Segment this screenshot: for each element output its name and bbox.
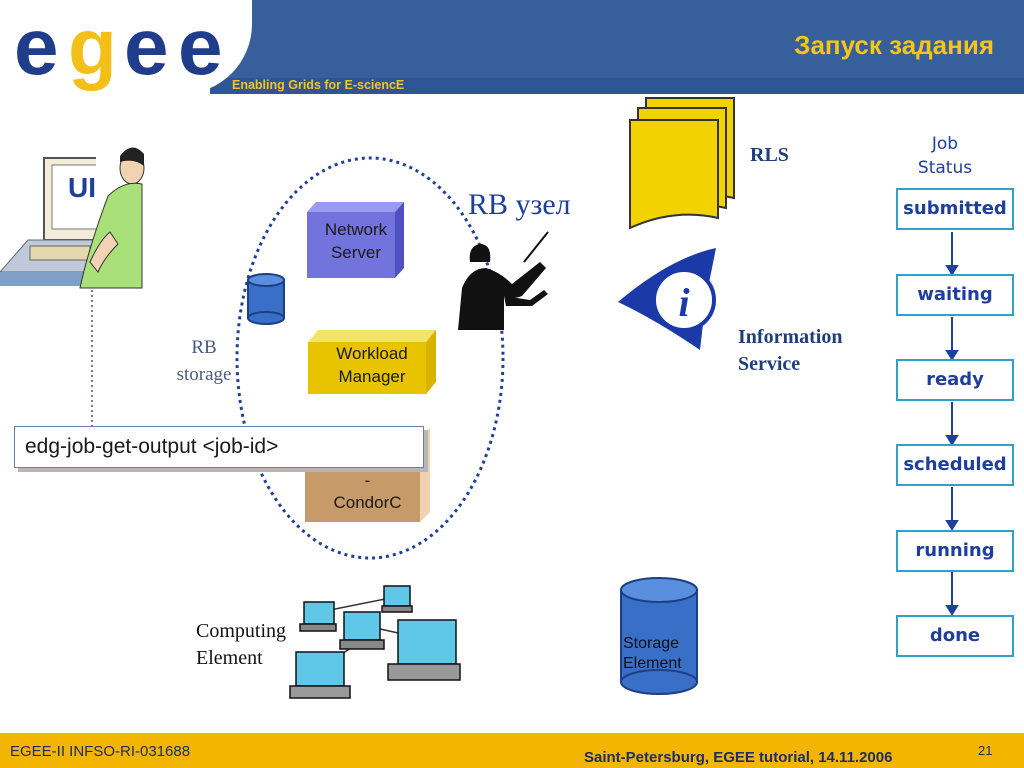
information-service-label-line2: Service: [738, 353, 801, 375]
status-waiting: waiting: [896, 274, 1014, 316]
workload-manager-label-line2: Manager: [338, 367, 406, 386]
computing-element-label: Computing Element: [196, 618, 286, 672]
user-person-icon: [79, 147, 145, 289]
job-status-title: Job Status: [900, 132, 990, 180]
computing-element-network-icon: [289, 585, 461, 699]
network-server-box: [307, 202, 404, 278]
diagram-canvas: i: [0, 97, 959, 699]
logo-background: [0, 0, 252, 94]
ui-label: UI: [68, 172, 96, 203]
computing-element-label-line1: Computing: [196, 620, 287, 642]
rb-storage-label-line2: storage: [176, 364, 232, 385]
condorc-label: - CondorC: [305, 470, 430, 514]
footer-event: Saint-Petersburg, EGEE tutorial, 14.11.2…: [584, 749, 893, 766]
svg-text:g: g: [68, 2, 115, 91]
job-status-title-line2: Status: [917, 158, 973, 178]
svg-text:e: e: [14, 2, 57, 91]
job-status-title-line1: Job: [931, 134, 959, 154]
storage-element-cylinder: [620, 577, 698, 695]
condorc-label-line1: -: [364, 471, 371, 490]
information-service-icon: i: [618, 248, 716, 350]
rb-node-label: RB узел: [468, 188, 571, 221]
svg-text:e: e: [178, 2, 221, 91]
status-submitted: submitted: [896, 188, 1014, 230]
rb-storage-label: RB storage: [168, 334, 240, 388]
network-server-label-line2: Server: [330, 243, 382, 262]
slide-title: Запуск задания: [794, 30, 994, 60]
status-running: running: [896, 530, 1014, 572]
storage-element-label: Storage Element: [623, 634, 682, 674]
svg-text:i: i: [678, 280, 689, 325]
information-service-label: Information Service: [738, 324, 842, 378]
egee-logo-mark: e g e e: [14, 2, 223, 91]
condorc-label-line2: CondorC: [333, 493, 402, 512]
svg-text:e: e: [124, 2, 167, 91]
slide-footer: [0, 733, 1024, 768]
status-flow-arrows: [945, 232, 959, 616]
header-subband: [210, 78, 1024, 94]
rls-label: RLS: [750, 144, 789, 166]
footer-project-id: EGEE-II INFSO-RI-031688: [10, 743, 191, 760]
network-server-label-line1: Network: [324, 220, 388, 239]
status-done: done: [896, 615, 1014, 657]
rb-storage-label-line1: RB: [191, 337, 217, 358]
header-band: [210, 0, 1024, 78]
rb-conductor-icon: [458, 231, 549, 330]
header-tagline: Enabling Grids for E-sciencE: [232, 78, 405, 92]
rb-storage-cylinder: [247, 273, 285, 325]
storage-element-label-line1: Storage: [623, 635, 680, 652]
workload-manager-label: Workload Manager: [308, 342, 436, 388]
storage-element-label-line2: Element: [623, 655, 682, 672]
status-scheduled: scheduled: [896, 444, 1014, 486]
workload-manager-label-line1: Workload: [336, 344, 408, 363]
computing-element-label-line2: Element: [196, 647, 263, 669]
network-server-label: Network Server: [307, 218, 405, 264]
information-service-label-line1: Information: [738, 326, 843, 348]
workload-manager-box: [308, 330, 436, 394]
command-box: edg-job-get-output <job-id>: [14, 426, 424, 468]
rls-documents-icon: [629, 97, 735, 230]
page-number: 21: [978, 743, 993, 758]
egee-logo: e g e e: [14, 0, 244, 114]
status-ready: ready: [896, 359, 1014, 401]
